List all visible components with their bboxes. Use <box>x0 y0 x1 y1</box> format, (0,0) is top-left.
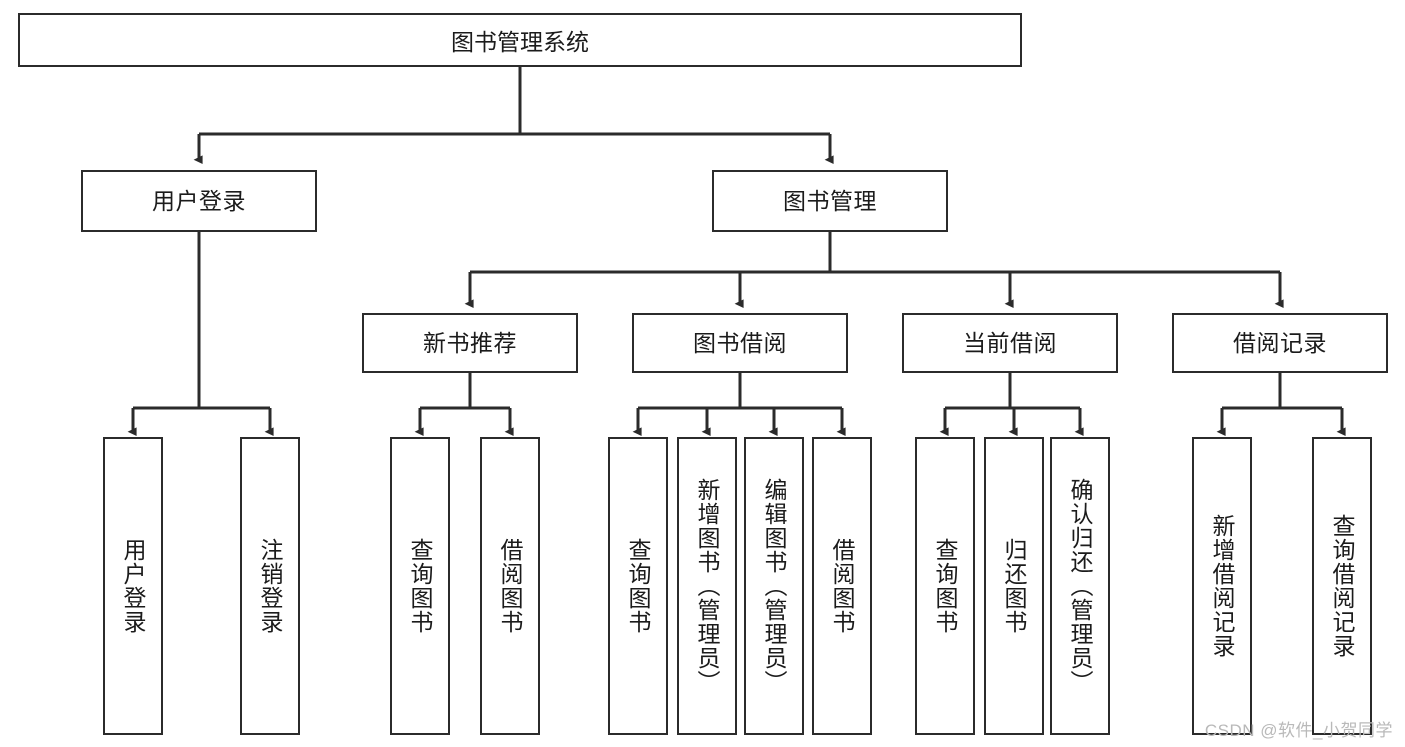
node-leaf-query-book-1[interactable]: 查询图书 <box>390 437 450 735</box>
node-leaf-borrow-book-1[interactable]: 借阅图书 <box>480 437 540 735</box>
node-label: 查询借阅记录 <box>1329 514 1356 658</box>
csdn-watermark: CSDN @软件_小贺同学 <box>1204 721 1393 740</box>
node-leaf-logout[interactable]: 注销登录 <box>240 437 300 735</box>
node-label: 注销登录 <box>257 538 284 634</box>
node-root-book-management-system[interactable]: 图书管理系统 <box>18 13 1022 67</box>
node-leaf-borrow-book-2[interactable]: 借阅图书 <box>812 437 872 735</box>
node-leaf-edit-book[interactable]: 编辑图书（管理员） <box>744 437 804 735</box>
node-label: 新增图书（管理员） <box>694 478 721 694</box>
node-label: 归还图书 <box>1001 538 1028 634</box>
node-label: 新书推荐 <box>423 329 517 356</box>
node-new-book-recommend[interactable]: 新书推荐 <box>362 313 578 373</box>
node-label: 借阅记录 <box>1233 329 1327 356</box>
node-label: 查询图书 <box>407 538 434 634</box>
node-leaf-confirm-return[interactable]: 确认归还（管理员） <box>1050 437 1110 735</box>
node-label: 借阅图书 <box>829 538 856 634</box>
node-label: 图书管理 <box>783 187 877 214</box>
node-leaf-query-record[interactable]: 查询借阅记录 <box>1312 437 1372 735</box>
node-label: 当前借阅 <box>963 329 1057 356</box>
node-book-borrow[interactable]: 图书借阅 <box>632 313 848 373</box>
node-leaf-add-record[interactable]: 新增借阅记录 <box>1192 437 1252 735</box>
node-label: 借阅图书 <box>497 538 524 634</box>
node-label: 新增借阅记录 <box>1209 514 1236 658</box>
node-current-borrow[interactable]: 当前借阅 <box>902 313 1118 373</box>
node-borrow-record[interactable]: 借阅记录 <box>1172 313 1388 373</box>
node-label: 查询图书 <box>932 538 959 634</box>
node-leaf-return-book[interactable]: 归还图书 <box>984 437 1044 735</box>
node-label: 查询图书 <box>625 538 652 634</box>
node-book-manage[interactable]: 图书管理 <box>712 170 948 232</box>
node-label: 图书管理系统 <box>451 29 589 55</box>
node-leaf-add-book[interactable]: 新增图书（管理员） <box>677 437 737 735</box>
node-leaf-query-book-2[interactable]: 查询图书 <box>608 437 668 735</box>
node-label: 确认归还（管理员） <box>1067 478 1094 694</box>
node-leaf-user-login[interactable]: 用户登录 <box>103 437 163 735</box>
node-label: 编辑图书（管理员） <box>761 478 788 694</box>
node-label: 用户登录 <box>152 187 246 214</box>
node-leaf-query-book-3[interactable]: 查询图书 <box>915 437 975 735</box>
node-label: 用户登录 <box>120 538 147 634</box>
node-label: 图书借阅 <box>693 329 787 356</box>
node-user-login[interactable]: 用户登录 <box>81 170 317 232</box>
